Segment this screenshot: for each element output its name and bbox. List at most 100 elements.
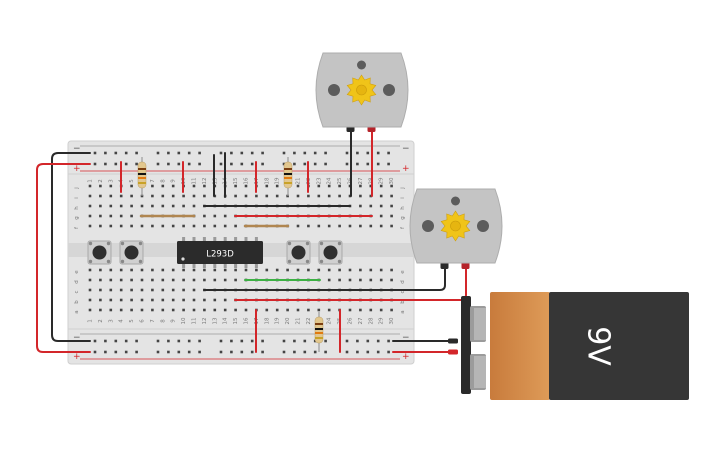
rail-hole[interactable] [356,339,359,343]
breadboard-hole[interactable] [203,268,206,272]
rail-hole[interactable] [156,162,160,166]
rail-hole[interactable] [293,151,296,155]
rail-hole[interactable] [187,350,191,354]
breadboard-hole[interactable] [348,268,352,272]
rail-hole[interactable] [261,151,264,155]
breadboard-hole[interactable] [151,298,154,302]
breadboard-hole[interactable] [119,214,123,218]
breadboard-hole[interactable] [119,224,123,228]
rail-hole[interactable] [135,151,138,155]
rail-hole[interactable] [324,350,327,354]
rail-hole[interactable] [376,350,380,354]
rail-hole[interactable] [198,162,201,166]
rail-hole[interactable] [177,151,181,155]
breadboard-hole[interactable] [348,278,352,282]
rail-hole[interactable] [240,339,244,343]
breadboard-hole[interactable] [379,184,383,188]
breadboard-hole[interactable] [213,224,217,228]
breadboard-hole[interactable] [99,224,102,228]
breadboard-hole[interactable] [359,308,362,312]
rail-hole[interactable] [114,350,118,354]
pushbutton-2[interactable] [119,240,144,265]
rail-hole[interactable] [313,350,317,354]
breadboard-hole[interactable] [140,298,144,302]
breadboard-hole[interactable] [171,224,175,228]
rail-hole[interactable] [250,162,254,166]
breadboard-hole[interactable] [119,308,123,312]
breadboard-hole[interactable] [182,268,185,272]
breadboard-hole[interactable] [255,268,258,272]
rail-hole[interactable] [93,151,97,155]
rail-hole[interactable] [135,162,138,166]
breadboard-hole[interactable] [338,224,341,228]
breadboard-hole[interactable] [359,204,362,208]
breadboard-hole[interactable] [338,194,341,198]
breadboard-hole[interactable] [130,214,133,218]
breadboard-hole[interactable] [192,194,196,198]
rail-hole[interactable] [261,350,264,354]
breadboard-hole[interactable] [390,268,393,272]
rail-hole[interactable] [230,339,233,343]
breadboard-hole[interactable] [390,308,393,312]
breadboard-hole[interactable] [390,224,393,228]
breadboard-hole[interactable] [88,268,92,272]
breadboard-hole[interactable] [109,268,113,272]
breadboard-hole[interactable] [88,194,92,198]
breadboard-hole[interactable] [286,308,289,312]
breadboard-hole[interactable] [379,278,383,282]
breadboard-hole[interactable] [244,184,248,188]
rail-hole[interactable] [114,339,118,343]
breadboard-hole[interactable] [348,308,352,312]
rail-hole[interactable] [324,339,327,343]
battery-9v[interactable]: 9V [461,292,689,400]
breadboard-hole[interactable] [109,224,113,228]
breadboard-hole[interactable] [369,184,373,188]
breadboard-hole[interactable] [151,184,154,188]
breadboard-hole[interactable] [379,204,383,208]
breadboard-hole[interactable] [390,204,393,208]
resistor-1[interactable] [137,157,147,196]
breadboard-hole[interactable] [182,298,185,302]
rail-hole[interactable] [167,162,170,166]
rail-hole[interactable] [198,151,201,155]
rail-hole[interactable] [124,162,128,166]
breadboard-hole[interactable] [109,298,113,302]
breadboard-hole[interactable] [192,184,196,188]
breadboard-hole[interactable] [130,308,133,312]
breadboard-hole[interactable] [151,278,154,282]
breadboard-hole[interactable] [151,288,154,292]
rail-hole[interactable] [93,350,97,354]
rail-hole[interactable] [104,350,107,354]
breadboard-hole[interactable] [338,184,341,188]
rail-hole[interactable] [114,162,118,166]
breadboard-hole[interactable] [99,194,102,198]
breadboard-hole[interactable] [275,268,279,272]
breadboard-hole[interactable] [213,268,217,272]
breadboard-hole[interactable] [369,204,373,208]
rail-hole[interactable] [187,339,191,343]
breadboard-hole[interactable] [171,184,175,188]
breadboard-hole[interactable] [369,308,373,312]
rail-hole[interactable] [240,162,244,166]
rail-hole[interactable] [303,151,307,155]
breadboard-hole[interactable] [182,308,185,312]
rail-hole[interactable] [104,339,107,343]
wire-motor2-red[interactable] [417,265,467,301]
pushbutton-4[interactable] [318,240,343,265]
breadboard-hole[interactable] [99,298,102,302]
rail-hole[interactable] [104,162,107,166]
rail-hole[interactable] [387,151,390,155]
rail-hole[interactable] [240,151,244,155]
breadboard-hole[interactable] [182,288,185,292]
breadboard-hole[interactable] [109,308,113,312]
breadboard-hole[interactable] [234,268,237,272]
wire-motor2-black[interactable] [417,265,446,291]
breadboard-hole[interactable] [140,224,144,228]
rail-hole[interactable] [356,151,359,155]
breadboard-hole[interactable] [171,288,175,292]
breadboard-hole[interactable] [88,214,92,218]
breadboard-hole[interactable] [203,298,206,302]
breadboard-hole[interactable] [327,308,331,312]
rail-hole[interactable] [230,350,233,354]
breadboard-hole[interactable] [390,214,393,218]
